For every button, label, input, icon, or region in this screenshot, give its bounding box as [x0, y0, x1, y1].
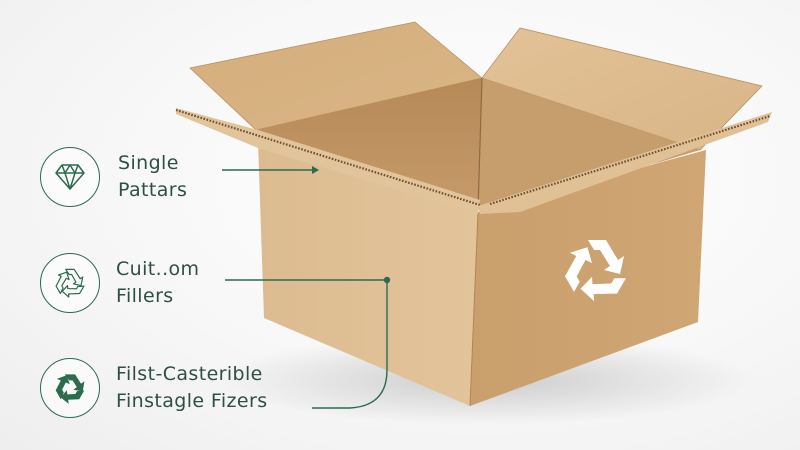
feature-label: Filst-Casterible Finstagle Fizers	[116, 361, 268, 415]
feature-icon-circle	[40, 358, 100, 418]
recycle-outline-icon	[53, 268, 85, 300]
feature-label: Cuit..om Fillers	[116, 256, 199, 310]
feature-label-line2: Pattars	[118, 179, 188, 201]
feature-label-line1: Cuit..om	[116, 258, 200, 280]
box-flap-front-left	[176, 108, 480, 214]
feature-icon-circle	[40, 253, 100, 313]
feature-label-line1: Single	[118, 152, 179, 174]
box-face-front	[258, 142, 478, 406]
diamond-icon	[55, 164, 85, 190]
feature-single-pattars: Single Pattars	[40, 147, 187, 207]
box-interior-right	[478, 78, 700, 210]
feature-label-line2: Finstagle Fizers	[116, 390, 268, 412]
box-interior-left	[256, 78, 482, 210]
recycle-solid-icon	[53, 373, 85, 405]
feature-custom-fillers: Cuit..om Fillers	[40, 253, 199, 313]
connector-lines	[222, 166, 388, 409]
connector-dot	[383, 276, 391, 284]
box-face-side	[470, 150, 706, 406]
feature-first-casterible: Filst-Casterible Finstagle Fizers	[40, 358, 268, 418]
feature-label-line1: Filst-Casterible	[116, 363, 263, 385]
feature-label: Single Pattars	[118, 150, 187, 204]
feature-label-line2: Fillers	[116, 285, 174, 307]
feature-icon-circle	[40, 147, 100, 207]
box-recycle-logo	[556, 240, 626, 310]
